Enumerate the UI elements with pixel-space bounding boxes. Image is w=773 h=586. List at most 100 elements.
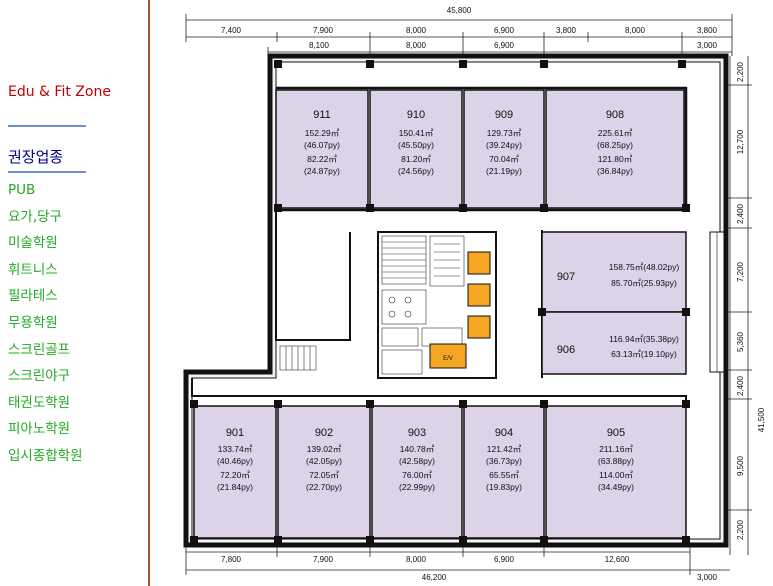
dim-right-5: 5,360 <box>736 331 745 352</box>
unit-908-line2: (68.25py) <box>597 140 633 150</box>
unit-901-line2: (40.46py) <box>217 456 253 466</box>
unit-909-line4: (21.19py) <box>486 166 522 176</box>
divider <box>8 171 86 173</box>
dim-top-6: 8,000 <box>625 26 646 35</box>
unit-901[interactable] <box>193 405 277 539</box>
unit-904-line3: 65.55㎡ <box>489 470 519 480</box>
unit-909-id: 909 <box>495 109 513 121</box>
elevator-4 <box>429 343 467 369</box>
unit-905-line3: 114.00㎡ <box>599 470 633 480</box>
category-item-pub[interactable]: PUB <box>8 182 36 198</box>
unit-903[interactable] <box>371 405 463 539</box>
category-item-screen-baseball[interactable]: 스크린야구 <box>8 368 71 385</box>
unit-902-line1: 139.02㎡ <box>307 444 342 454</box>
unit-908-line3: 121.80㎡ <box>598 154 633 164</box>
category-item-dance[interactable]: 무용학원 <box>8 314 58 331</box>
unit-910-line3: 81.20㎡ <box>401 154 431 164</box>
unit-903-line4: (22.99py) <box>399 482 435 492</box>
dim-right-6: 2,400 <box>736 375 745 396</box>
dim-top-4: 6,900 <box>494 26 515 35</box>
unit-910-line1: 150.41㎡ <box>399 128 434 138</box>
unit-902-line4: (22.70py) <box>306 482 342 492</box>
sidebar-border <box>148 0 150 586</box>
dim-right-3: 2,400 <box>736 203 745 224</box>
unit-903-line2: (42.58py) <box>399 456 435 466</box>
unit-903-line1: 140.78㎡ <box>400 444 435 454</box>
unit-903-id: 903 <box>408 427 426 439</box>
dim-right-4: 7,200 <box>736 261 745 282</box>
unit-910-id: 910 <box>407 109 425 121</box>
unit-905-id: 905 <box>607 427 625 439</box>
category-item-academy[interactable]: 입시종합학원 <box>8 447 83 464</box>
unit-902-line2: (42.05py) <box>306 456 342 466</box>
category-item-screen-golf[interactable]: 스크린골프 <box>8 341 71 358</box>
unit-910-line2: (45.50py) <box>398 140 434 150</box>
unit-902-line3: 72.05㎡ <box>309 470 339 480</box>
category-item-piano[interactable]: 피아노학원 <box>8 421 71 438</box>
dim-top2-1: 8,100 <box>309 41 330 50</box>
category-title: 권장업종 <box>8 148 64 166</box>
unit-908-id: 908 <box>606 109 624 121</box>
dim-bottom-4: 6,900 <box>494 555 515 564</box>
elevator-label: E/V <box>443 356 453 362</box>
unit-905[interactable] <box>545 405 687 539</box>
unit-907-line2: 85.70㎡(25.93py) <box>611 278 677 288</box>
unit-911[interactable] <box>275 89 369 209</box>
unit-904-id: 904 <box>495 427 513 439</box>
elevator-2 <box>467 283 491 307</box>
unit-909-line1: 129.73㎡ <box>487 128 522 138</box>
unit-901-line1: 133.74㎡ <box>218 444 253 454</box>
unit-910-line4: (24.56py) <box>398 166 434 176</box>
divider <box>8 125 86 127</box>
dim-top-3: 8,000 <box>406 26 427 35</box>
zone-title: Edu & Fit Zone <box>8 84 111 100</box>
category-list: PUB 요가,당구 미술학원 휘트니스 필라테스 무용학원 스크린골프 스크린야… <box>8 182 83 475</box>
dim-right-7: 9,500 <box>736 455 745 476</box>
dim-bottom-2: 7,900 <box>313 555 334 564</box>
dim-bottom-1: 7,800 <box>221 555 242 564</box>
unit-902[interactable] <box>277 405 371 539</box>
unit-902-id: 902 <box>315 427 333 439</box>
dim-right-total: 41,500 <box>757 407 766 432</box>
unit-911-line3: 82.22㎡ <box>307 154 337 164</box>
unit-909-line2: (39.24py) <box>486 140 522 150</box>
unit-911-line2: (46.07py) <box>304 140 340 150</box>
unit-911-line4: (24.87py) <box>304 166 340 176</box>
unit-905-line2: (63.88py) <box>598 456 634 466</box>
unit-906[interactable] <box>541 311 687 375</box>
unit-905-line1: 211.16㎡ <box>599 444 633 454</box>
unit-labels: 911 152.29㎡ (46.07py) 82.22㎡ (24.87py) 9… <box>217 109 679 492</box>
unit-909-line3: 70.04㎡ <box>489 154 519 164</box>
dim-bottom-5: 12,600 <box>605 555 630 564</box>
dim-right-2: 12,700 <box>736 129 745 154</box>
unit-909[interactable] <box>463 89 545 209</box>
category-item-art[interactable]: 미술학원 <box>8 235 58 252</box>
unit-908-line4: (36.84py) <box>597 166 633 176</box>
category-item-fitness[interactable]: 휘트니스 <box>8 261 58 278</box>
unit-903-line3: 76.00㎡ <box>402 470 432 480</box>
unit-904-line1: 121.42㎡ <box>487 444 522 454</box>
unit-911-id: 911 <box>313 109 331 121</box>
unit-907[interactable] <box>541 231 687 313</box>
sidebar: Edu & Fit Zone 권장업종 PUB 요가,당구 미술학원 휘트니스 … <box>0 0 148 586</box>
dim-top2-4: 3,000 <box>697 41 718 50</box>
unit-906-id: 906 <box>557 344 575 356</box>
elevator-3 <box>467 315 491 339</box>
unit-901-line4: (21.84py) <box>217 482 253 492</box>
category-item-taekwondo[interactable]: 태권도학원 <box>8 394 71 411</box>
unit-904[interactable] <box>463 405 545 539</box>
unit-907-line1: 158.75㎡(48.02py) <box>609 262 680 272</box>
category-item-yoga[interactable]: 요가,당구 <box>8 208 62 225</box>
dim-right-1: 2,200 <box>736 61 745 82</box>
unit-908[interactable] <box>545 89 685 209</box>
category-item-pilates[interactable]: 필라테스 <box>8 288 58 305</box>
unit-911-line1: 152.29㎡ <box>305 128 340 138</box>
unit-906-line1: 116.94㎡(35.38py) <box>609 334 679 344</box>
dim-right-8: 2,200 <box>736 519 745 540</box>
dim-top2-2: 8,000 <box>406 41 427 50</box>
unit-910[interactable] <box>369 89 463 209</box>
dim-top-total: 45,800 <box>447 6 472 15</box>
unit-905-line4: (34.49py) <box>598 482 634 492</box>
elevator-1 <box>467 251 491 275</box>
dim-top-2: 7,900 <box>313 26 334 35</box>
